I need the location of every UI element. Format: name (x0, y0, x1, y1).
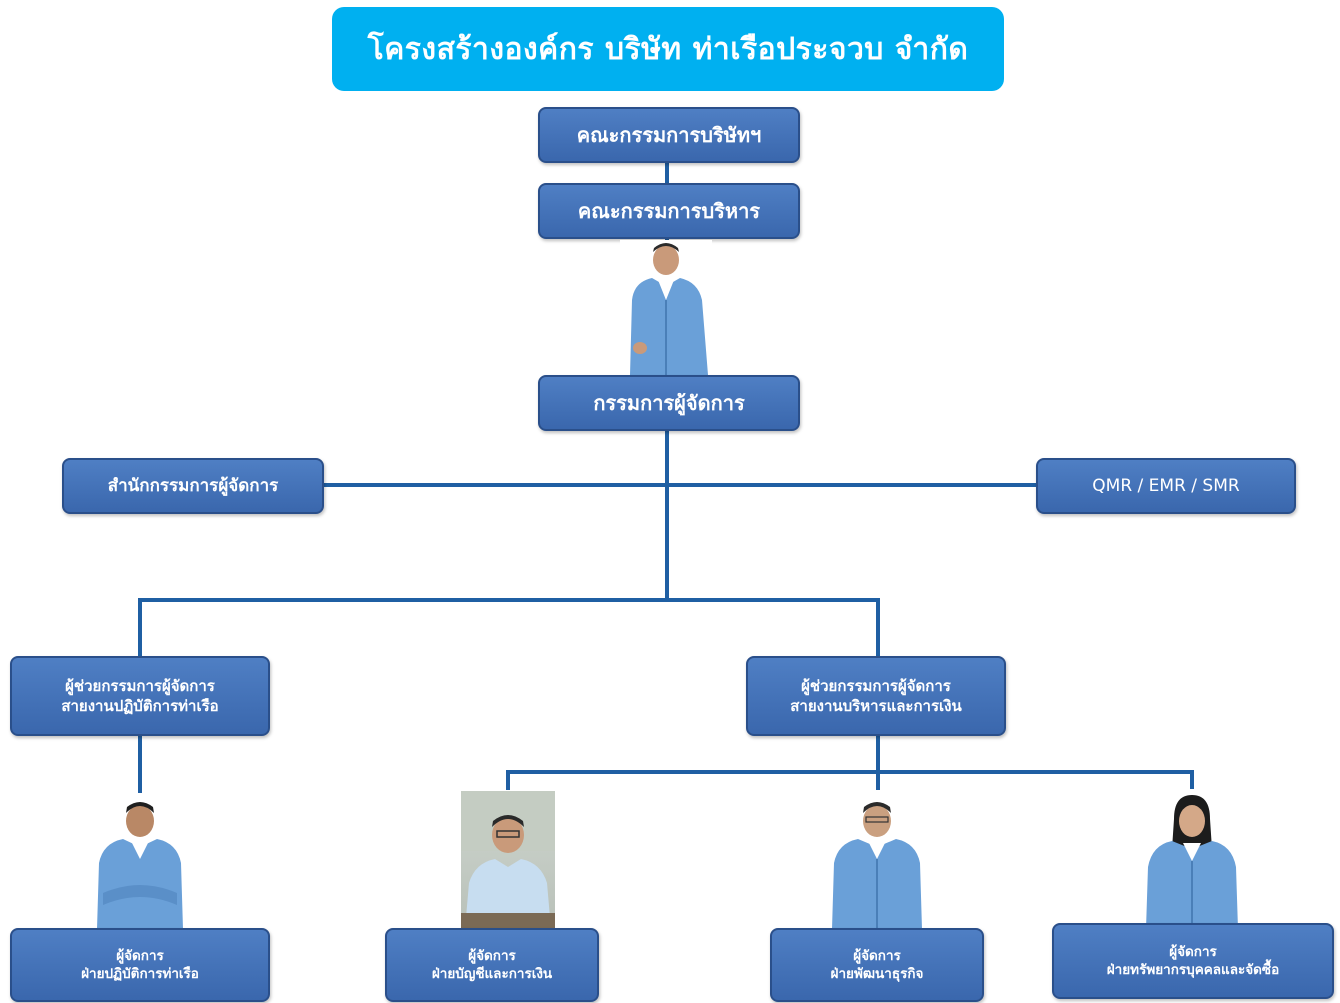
connector-to-mgr-hr (1190, 770, 1194, 790)
connector-asst-admin-down (876, 734, 880, 774)
asst-ops-line2: สายงานปฏิบัติการท่าเรือ (61, 697, 219, 715)
connector-board-exec (665, 161, 669, 185)
mgr-ops-line1: ผู้จัดการ (116, 947, 164, 964)
mgr-ops-photo (89, 793, 191, 929)
qmr-box: QMR / EMR / SMR (1036, 458, 1296, 514)
asst-ops-box: ผู้ช่วยกรรมการผู้จัดการ สายงานปฏิบัติการ… (10, 656, 270, 736)
managing-director-box: กรรมการผู้จัดการ (538, 375, 800, 431)
asst-admin-box: ผู้ช่วยกรรมการผู้จัดการ สายงานบริหารและก… (746, 656, 1006, 736)
connector-to-mgr-bizdev (876, 770, 880, 790)
mgr-hr-line1: ผู้จัดการ (1169, 943, 1217, 960)
managing-director-label: กรรมการผู้จัดการ (593, 390, 745, 415)
mgr-ops-line2: ฝ่ายปฏิบัติการท่าเรือ (81, 966, 199, 982)
connector-md-trunk (665, 430, 669, 600)
asst-admin-line1: ผู้ช่วยกรรมการผู้จัดการ (801, 676, 951, 695)
connector-asst-ops-to-mgr (138, 734, 142, 794)
mgr-bizdev-box: ผู้จัดการ ฝ่ายพัฒนาธุรกิจ (770, 928, 984, 1002)
connector-to-mgr-finance (506, 770, 510, 790)
mgr-finance-photo (461, 791, 555, 929)
connector-to-asst-admin (876, 598, 880, 658)
connector-staff-horizontal (322, 483, 1038, 487)
chart-title: โครงสร้างองค์กร บริษัท ท่าเรือประจวบ จำก… (332, 7, 1004, 91)
managing-director-photo (620, 240, 712, 375)
mgr-finance-line2: ฝ่ายบัญชีและการเงิน (431, 966, 553, 982)
qmr-label: QMR / EMR / SMR (1092, 475, 1240, 496)
mgr-hr-box: ผู้จัดการ ฝ่ายทรัพยากรบุคคลและจัดซื้อ (1052, 923, 1334, 999)
mgr-bizdev-photo (822, 791, 932, 929)
executive-board-label: คณะกรรมการบริหาร (577, 198, 761, 223)
connector-assistants-horizontal (138, 598, 880, 602)
mgr-bizdev-line1: ผู้จัดการ (853, 947, 901, 964)
mgr-bizdev-line2: ฝ่ายพัฒนาธุรกิจ (830, 966, 924, 982)
mgr-finance-box: ผู้จัดการ ฝ่ายบัญชีและการเงิน (385, 928, 599, 1002)
mgr-hr-photo (1138, 789, 1246, 929)
mgr-ops-box: ผู้จัดการ ฝ่ายปฏิบัติการท่าเรือ (10, 928, 270, 1002)
md-office-label: สำนักกรรมการผู้จัดการ (107, 475, 279, 496)
md-office-box: สำนักกรรมการผู้จัดการ (62, 458, 324, 514)
board-label: คณะกรรมการบริษัทฯ (576, 122, 762, 147)
executive-board-box: คณะกรรมการบริหาร (538, 183, 800, 239)
connector-to-asst-ops (138, 598, 142, 658)
board-box: คณะกรรมการบริษัทฯ (538, 107, 800, 163)
connector-managers-horizontal (506, 770, 1194, 774)
asst-ops-line1: ผู้ช่วยกรรมการผู้จัดการ (65, 676, 215, 695)
mgr-hr-line2: ฝ่ายทรัพยากรบุคคลและจัดซื้อ (1106, 962, 1280, 978)
mgr-finance-line1: ผู้จัดการ (468, 947, 516, 964)
asst-admin-line2: สายงานบริหารและการเงิน (790, 697, 962, 715)
